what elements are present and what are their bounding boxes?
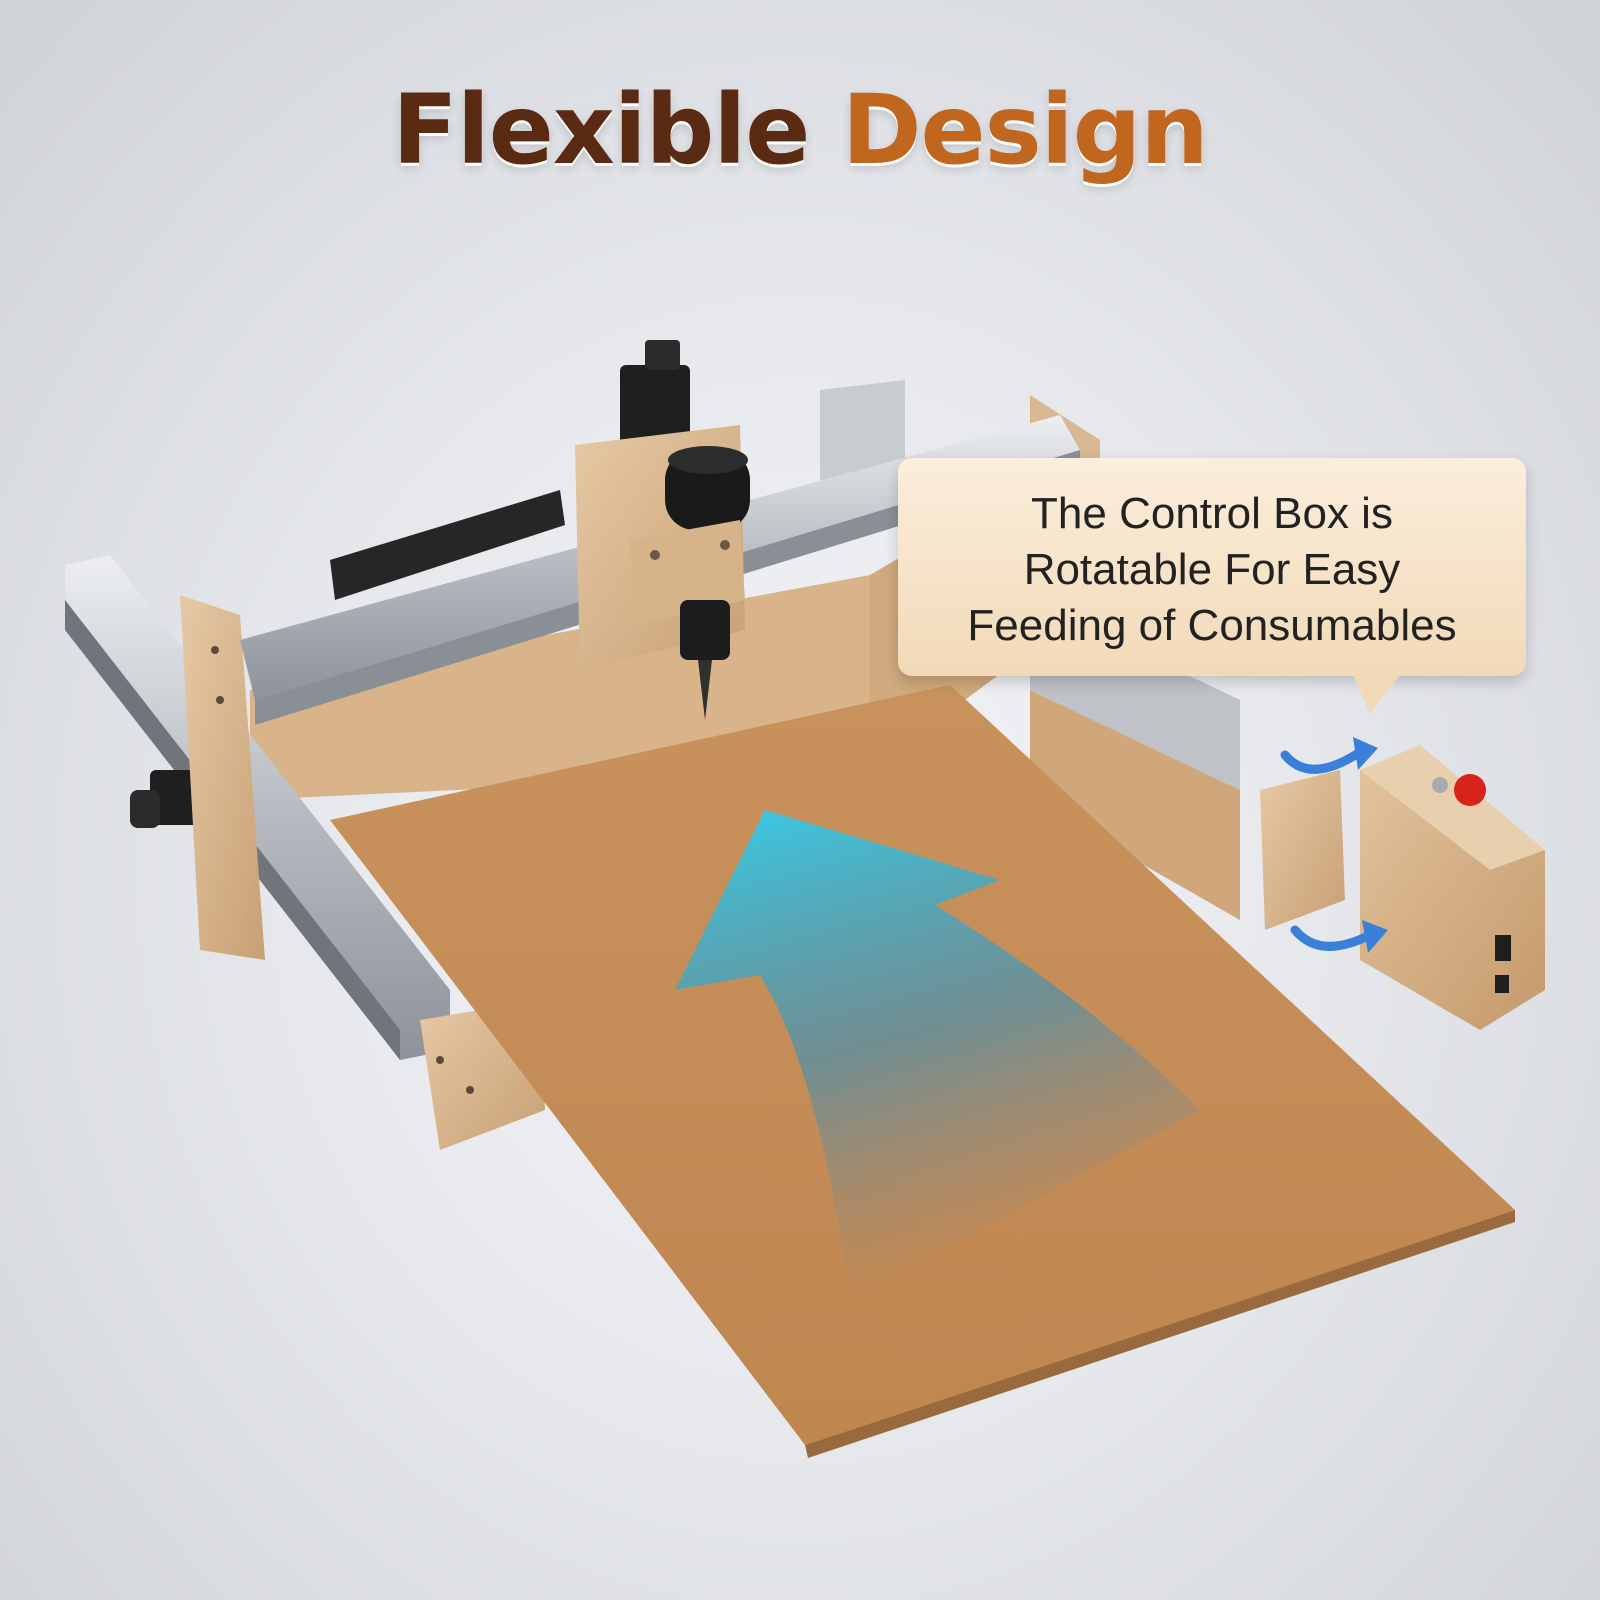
- callout-line: The Control Box is: [1031, 489, 1393, 538]
- callout-tail: [1352, 672, 1402, 714]
- rotate-arrow-icon: [1290, 925, 1375, 951]
- callout-line: Rotatable For Easy: [1023, 545, 1401, 594]
- page-title: Flexible Design: [0, 77, 1600, 184]
- callout-line: Feeding of Consumables: [967, 601, 1457, 650]
- title-word-flexible: Flexible: [392, 74, 810, 186]
- rotate-arrow-icon: [1280, 747, 1365, 774]
- emergency-stop-icon: [1454, 774, 1486, 806]
- control-box: [1260, 745, 1545, 1030]
- callout-box: The Control Box is Rotatable For Easy Fe…: [898, 458, 1526, 676]
- feed-direction-arrow-icon: [675, 810, 1200, 1300]
- callout-text: The Control Box is Rotatable For Easy Fe…: [898, 486, 1526, 654]
- spindle-carriage: [575, 340, 750, 720]
- left-plate: [180, 595, 545, 1150]
- title-word-design: Design: [841, 74, 1209, 186]
